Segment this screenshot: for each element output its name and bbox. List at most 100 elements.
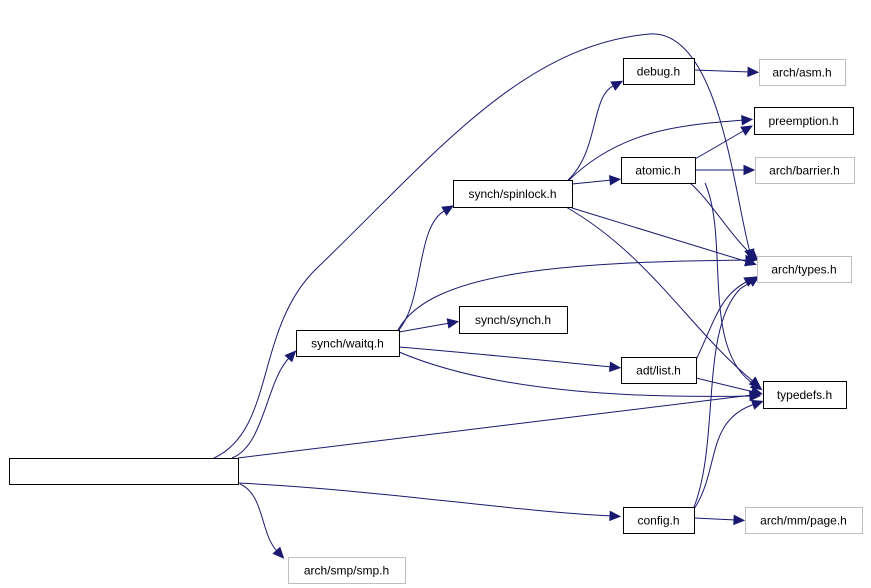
node-label: synch/waitq.h: [311, 337, 384, 351]
edge-mps-to-config: [237, 482, 622, 522]
node-box: [459, 306, 568, 334]
node-box: [288, 557, 406, 584]
edge-line: [695, 377, 755, 393]
arrowhead: [608, 175, 622, 186]
node-typedefs[interactable]: typedefs.h: [763, 381, 847, 409]
edge-line: [693, 517, 737, 521]
arrowhead: [446, 318, 460, 329]
node-label: arch/smp/smp.h: [304, 564, 389, 578]
node-label: synch/spinlock.h: [468, 187, 556, 201]
node-synch[interactable]: synch/synch.h: [459, 306, 568, 334]
edge-mps-to-smp: [239, 483, 285, 559]
node-box: [296, 330, 400, 357]
node-types[interactable]: arch/types.h: [757, 256, 852, 283]
node-box: [763, 381, 847, 409]
arrowhead: [272, 546, 285, 559]
node-label: atomic.h: [635, 164, 680, 178]
node-box: [755, 157, 855, 184]
edge-spinlock-to-types: [571, 207, 757, 267]
edge-line: [704, 182, 756, 386]
node-label: arch/barrier.h: [769, 164, 840, 178]
arrowhead: [740, 125, 753, 136]
node-config[interactable]: config.h: [623, 507, 695, 534]
edge-mps-to-types: [213, 33, 755, 459]
edge-line: [398, 322, 451, 333]
node-atomic[interactable]: atomic.h: [621, 157, 696, 184]
node-box: [621, 357, 697, 384]
edge-list-to-types: [695, 276, 757, 361]
edge-mps-to-typedefs: [237, 390, 762, 459]
edge-line: [231, 356, 291, 459]
arrowhead: [284, 350, 297, 363]
node-page[interactable]: arch/mm/page.h: [745, 507, 863, 534]
node-waitq[interactable]: synch/waitq.h: [296, 330, 400, 357]
node-label: kernel/arch/ia32/include/smp/mps.h: [29, 465, 218, 479]
node-asm[interactable]: arch/asm.h: [759, 59, 846, 86]
edge-line: [237, 394, 753, 459]
arrowhead: [750, 386, 763, 397]
edge-line: [695, 280, 749, 361]
nodes-layer: kernel/arch/ia32/include/smp/mps.h synch/…: [9, 58, 863, 584]
arrowhead: [743, 164, 756, 176]
node-box: [759, 59, 846, 86]
arrowhead: [741, 114, 754, 126]
arrowhead: [609, 361, 622, 373]
edge-line: [567, 84, 616, 181]
edge-spinlock-to-debug: [567, 80, 624, 181]
arrowhead: [441, 205, 454, 216]
edges-layer: [213, 33, 764, 559]
node-barrier[interactable]: arch/barrier.h: [755, 157, 855, 184]
edge-line: [398, 346, 613, 368]
edge-waitq-to-types: [397, 254, 758, 331]
arrowhead: [746, 275, 760, 287]
node-label: config.h: [637, 514, 679, 528]
edge-config-to-typedefs: [693, 399, 764, 510]
node-label: arch/mm/page.h: [760, 514, 847, 528]
edge-line: [565, 206, 755, 383]
edge-waitq-to-synch: [398, 318, 460, 333]
node-box: [9, 458, 239, 485]
node-box: [621, 157, 696, 184]
edge-waitq-to-list: [398, 346, 622, 373]
edge-line: [237, 482, 613, 517]
node-label: arch/asm.h: [772, 66, 831, 80]
arrowhead: [744, 256, 757, 267]
edge-line: [694, 129, 746, 160]
node-list[interactable]: adt/list.h: [621, 357, 697, 384]
arrowhead: [609, 510, 622, 522]
edge-line: [571, 207, 749, 263]
edge-atomic-to-barrier: [695, 164, 756, 176]
edge-config-to-page: [693, 514, 746, 526]
node-box: [623, 507, 695, 534]
node-box: [754, 107, 854, 135]
node-preemption[interactable]: preemption.h: [754, 107, 854, 135]
arrowhead: [746, 249, 759, 262]
edge-atomic-to-types: [689, 182, 759, 262]
arrowhead: [733, 514, 746, 526]
edge-line: [397, 259, 749, 331]
node-label: adt/list.h: [636, 364, 681, 378]
edge-line: [239, 483, 279, 553]
edge-line: [693, 280, 753, 508]
node-spinlock[interactable]: synch/spinlock.h: [453, 180, 573, 208]
edge-atomic-to-preemption: [694, 125, 753, 160]
node-box: [745, 507, 863, 534]
node-debug[interactable]: debug.h: [623, 58, 695, 85]
arrowhead: [750, 399, 764, 410]
node-smp[interactable]: arch/smp/smp.h: [288, 557, 406, 584]
node-box: [623, 58, 695, 85]
node-label: arch/types.h: [771, 263, 836, 277]
edge-spinlock-to-atomic: [571, 175, 622, 186]
edge-waitq-to-typedefs: [398, 351, 762, 402]
arrowhead: [610, 80, 624, 91]
node-label: synch/synch.h: [475, 313, 551, 327]
node-mps: kernel/arch/ia32/include/smp/mps.h: [9, 458, 239, 485]
edge-line: [693, 69, 751, 73]
node-label: preemption.h: [768, 114, 838, 128]
edge-waitq-to-spinlock: [397, 205, 454, 332]
edge-line: [213, 33, 751, 459]
edge-debug-to-asm: [693, 66, 760, 78]
node-box: [757, 256, 852, 283]
edge-line: [398, 351, 753, 397]
